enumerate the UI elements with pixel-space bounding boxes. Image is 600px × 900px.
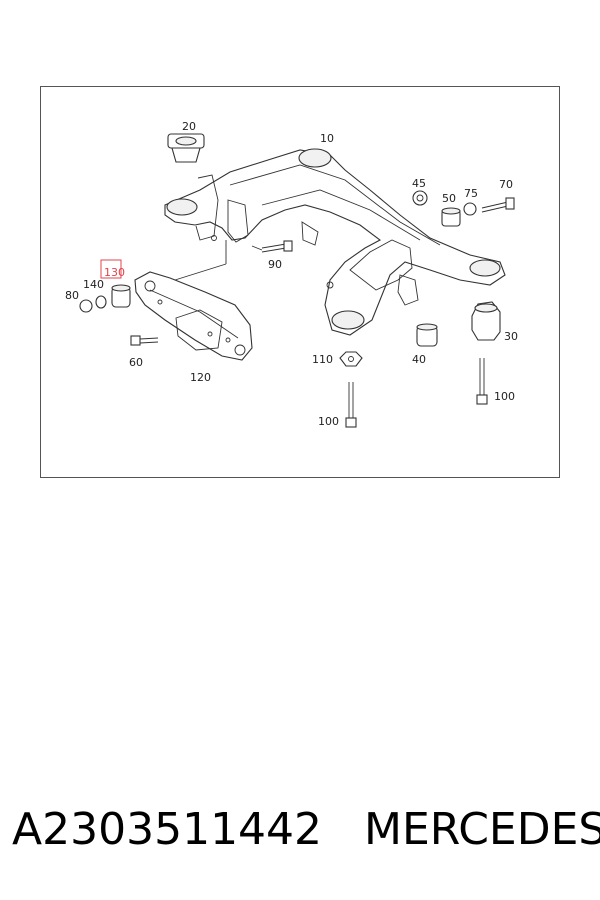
callout-120: 120	[190, 371, 211, 384]
bushing-part-50[interactable]	[441, 207, 461, 227]
mount-part-20[interactable]	[167, 133, 205, 163]
callout-50: 50	[442, 192, 456, 205]
bolt-part-90[interactable]	[251, 240, 293, 253]
bushing-part-40[interactable]	[416, 323, 438, 347]
nut-part-75[interactable]	[463, 202, 477, 216]
bolt-part-100-right[interactable]	[476, 358, 488, 405]
callout-100-center: 100	[318, 415, 339, 428]
callout-140: 140	[83, 278, 104, 291]
caption: A2303511442 MERCEDES	[12, 800, 600, 864]
callout-130: 130	[104, 266, 125, 279]
callout-70: 70	[499, 178, 513, 191]
bolt-part-100-center[interactable]	[345, 382, 357, 428]
callout-10: 10	[320, 132, 334, 145]
callout-40: 40	[412, 353, 426, 366]
callout-100-right: 100	[494, 390, 515, 403]
part-number: A2303511442	[12, 804, 323, 855]
bolt-part-60[interactable]	[130, 335, 159, 346]
callout-60: 60	[129, 356, 143, 369]
callout-90: 90	[268, 258, 282, 271]
callout-20: 20	[182, 120, 196, 133]
nut-part-80[interactable]	[79, 299, 93, 313]
callout-45: 45	[412, 177, 426, 190]
bracket-part-120[interactable]	[134, 240, 253, 361]
callout-110: 110	[312, 353, 333, 366]
bushing-part-130[interactable]	[111, 284, 131, 308]
callout-30: 30	[504, 330, 518, 343]
callout-75: 75	[464, 187, 478, 200]
diagram-frame	[40, 86, 560, 478]
callout-80: 80	[65, 289, 79, 302]
subframe-part-10[interactable]	[164, 148, 506, 336]
highlight-box-130[interactable]	[100, 259, 122, 279]
mount-part-30[interactable]	[471, 301, 501, 341]
washer-part-45[interactable]	[412, 190, 428, 206]
bolt-part-70[interactable]	[481, 197, 515, 213]
nut-part-110[interactable]	[339, 351, 363, 367]
brand-name: MERCEDES	[364, 804, 600, 855]
washer-part-140[interactable]	[95, 295, 107, 309]
